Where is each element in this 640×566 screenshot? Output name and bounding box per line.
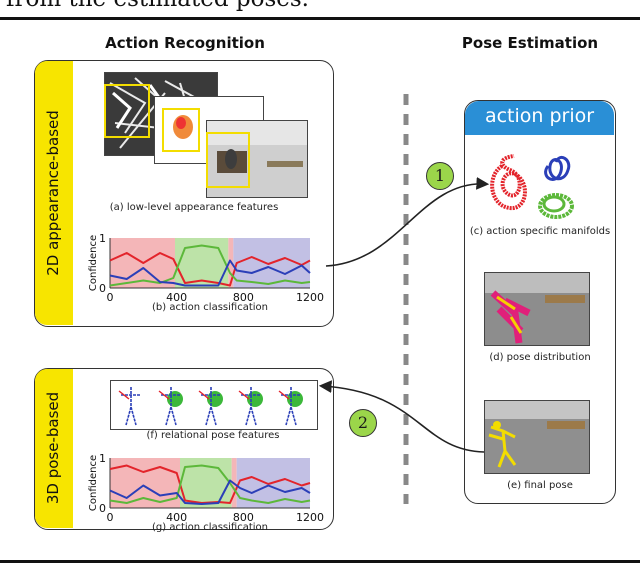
skeleton-limb — [118, 390, 130, 400]
arrow-to-manifolds — [325, 177, 490, 267]
cutoff-caption-text: from the estimated poses. — [6, 0, 309, 12]
y-axis-label: Confidence — [88, 235, 99, 291]
y-tick-label: 1 — [99, 452, 106, 465]
y-tick-label: 0 — [99, 502, 106, 515]
top-rule — [0, 17, 640, 20]
chart-caption-b: (b) action classification — [152, 302, 268, 313]
appearance-side-bar — [35, 61, 73, 325]
action-recognition-heading: Action Recognition — [105, 34, 265, 52]
x-tick-label: 400 — [166, 291, 187, 304]
x-tick-label: 0 — [107, 291, 114, 304]
series-line-blue — [109, 259, 311, 287]
y-axis-label: Confidence — [88, 455, 99, 511]
final-pose-caption-e: (e) final pose — [507, 480, 573, 491]
motion-highlight-box — [162, 108, 200, 152]
x-tick-label: 1200 — [296, 511, 324, 524]
skeleton-limb — [278, 390, 290, 400]
skeleton-figure — [201, 387, 221, 426]
final-pose-frame — [484, 400, 590, 474]
series-line-blue — [109, 479, 311, 505]
features-caption-f: (f) relational pose features — [146, 430, 280, 441]
final-pose-image — [485, 401, 589, 473]
dashed-divider — [403, 94, 409, 504]
manifolds-image — [490, 154, 574, 219]
skeleton-figure — [241, 387, 261, 426]
motion-blob-image — [173, 115, 193, 139]
skeleton-sequence-image — [118, 387, 303, 426]
skeleton-limb — [158, 390, 170, 400]
chart-caption-g: (g) action classification — [152, 522, 268, 533]
x-tick-label: 400 — [166, 511, 187, 524]
action-prior-title: action prior — [465, 101, 614, 135]
skeleton-limb — [198, 390, 210, 400]
arrow-to-pose-features — [318, 380, 485, 453]
pose-distribution-image — [485, 273, 589, 345]
series-line-red — [109, 252, 311, 287]
bottom-rule — [0, 560, 640, 563]
x-tick-label: 0 — [107, 511, 114, 524]
series-line-green — [109, 464, 311, 504]
x-tick-label: 1200 — [296, 291, 324, 304]
distribution-caption-d: (d) pose distribution — [489, 352, 591, 363]
x-tick-label: 800 — [233, 291, 254, 304]
skeleton-limb — [238, 390, 250, 400]
y-tick-label: 0 — [99, 282, 106, 295]
pose-side-bar — [35, 369, 73, 528]
x-tick-label: 800 — [233, 511, 254, 524]
step-two-badge: 2 — [349, 409, 377, 437]
skeleton-figure — [121, 387, 141, 426]
scene-highlight-box — [206, 132, 250, 188]
series-line-green — [109, 244, 311, 287]
pose-estimation-heading: Pose Estimation — [461, 34, 599, 52]
features-caption-a: (a) low-level appearance features — [109, 202, 279, 213]
edge-highlight-box — [104, 84, 150, 138]
step-one-badge: 1 — [426, 162, 454, 190]
pose-distribution-frame — [484, 272, 590, 346]
skeleton-figure — [281, 387, 301, 426]
skeleton-figure — [161, 387, 181, 426]
y-tick-label: 1 — [99, 232, 106, 245]
relational-features-frame — [110, 380, 318, 430]
manifolds-caption-c: (c) action specific manifolds — [469, 226, 611, 237]
